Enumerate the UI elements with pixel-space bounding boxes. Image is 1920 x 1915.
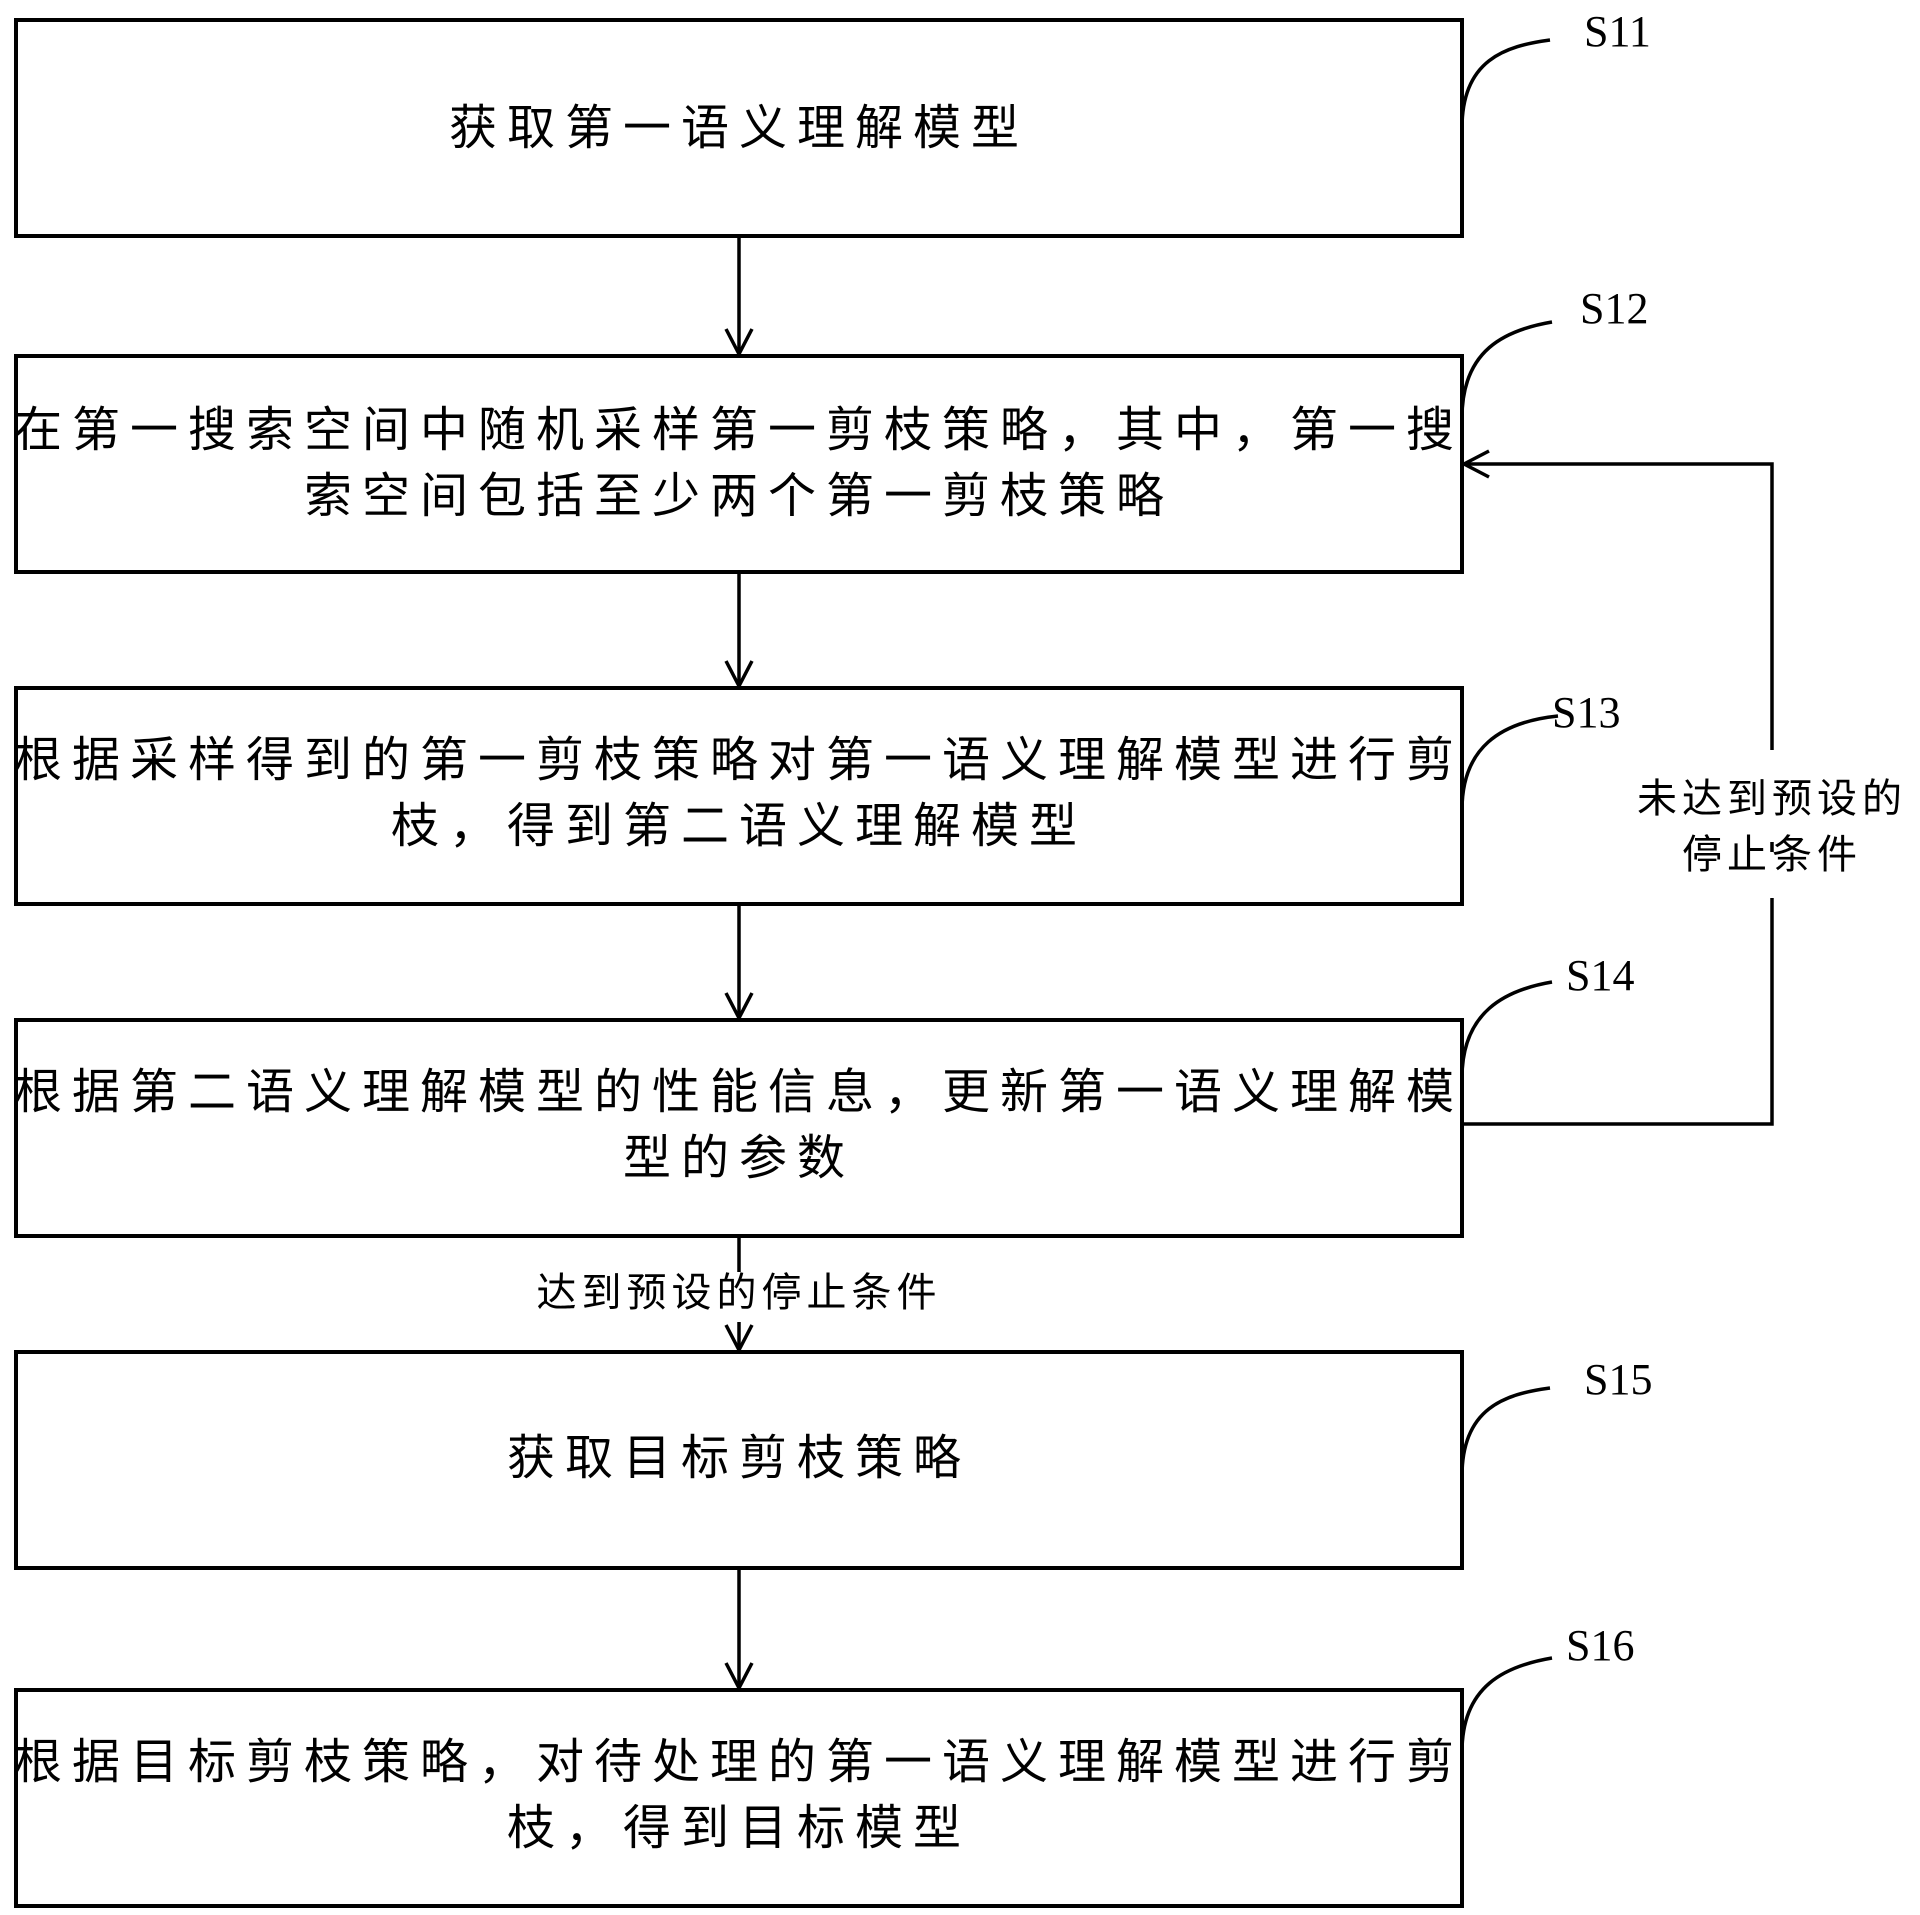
step-s11-label: S11 <box>1584 7 1651 56</box>
step-s14-line-2: 型的参数 <box>623 1130 855 1186</box>
step-s13-label: S13 <box>1552 688 1620 737</box>
step-s14-leader <box>1460 980 1553 1079</box>
step-s15-label: S15 <box>1584 1355 1652 1404</box>
step-s11-line-1: 获取第一语义理解模型 <box>449 100 1029 156</box>
step-s16-line-2: 枝，得到目标模型 <box>507 1800 971 1856</box>
condition-not-reached-line-2: 停止条件 <box>1682 832 1862 878</box>
step-s13-leader <box>1460 714 1559 811</box>
step-s16-label: S16 <box>1566 1621 1634 1670</box>
step-s12-line-2: 索空间包括至少两个第一剪枝策略 <box>304 468 1174 524</box>
loop-s14-to-s12 <box>1462 464 1774 1126</box>
step-box-s13 <box>14 686 1464 906</box>
step-box-s12 <box>14 354 1464 574</box>
step-s16-line-1: 根据目标剪枝策略，对待处理的第一语义理解模型进行剪 <box>14 1734 1464 1790</box>
step-s12-leader <box>1460 320 1553 419</box>
condition-reached-label: 达到预设的停止条件 <box>537 1270 942 1316</box>
step-s13-line-2: 枝，得到第二语义理解模型 <box>391 798 1087 854</box>
step-box-s16 <box>14 1688 1464 1908</box>
step-s11-leader <box>1460 38 1551 129</box>
step-s12-label: S12 <box>1580 284 1648 333</box>
step-s16-leader <box>1460 1656 1553 1753</box>
step-s14-label: S14 <box>1566 951 1634 1000</box>
step-s12-line-1: 在第一搜索空间中随机采样第一剪枝策略，其中，第一搜 <box>14 402 1464 458</box>
condition-not-reached-line-1: 未达到预设的 <box>1637 776 1907 822</box>
step-box-s14 <box>14 1018 1464 1238</box>
step-s15-leader <box>1460 1386 1551 1477</box>
step-s15-line-1: 获取目标剪枝策略 <box>507 1430 971 1486</box>
step-box-s11 <box>14 18 1464 238</box>
step-s14-line-1: 根据第二语义理解模型的性能信息，更新第一语义理解模 <box>14 1064 1464 1120</box>
step-box-s15 <box>14 1350 1464 1570</box>
step-s13-line-1: 根据采样得到的第一剪枝策略对第一语义理解模型进行剪 <box>14 732 1464 788</box>
